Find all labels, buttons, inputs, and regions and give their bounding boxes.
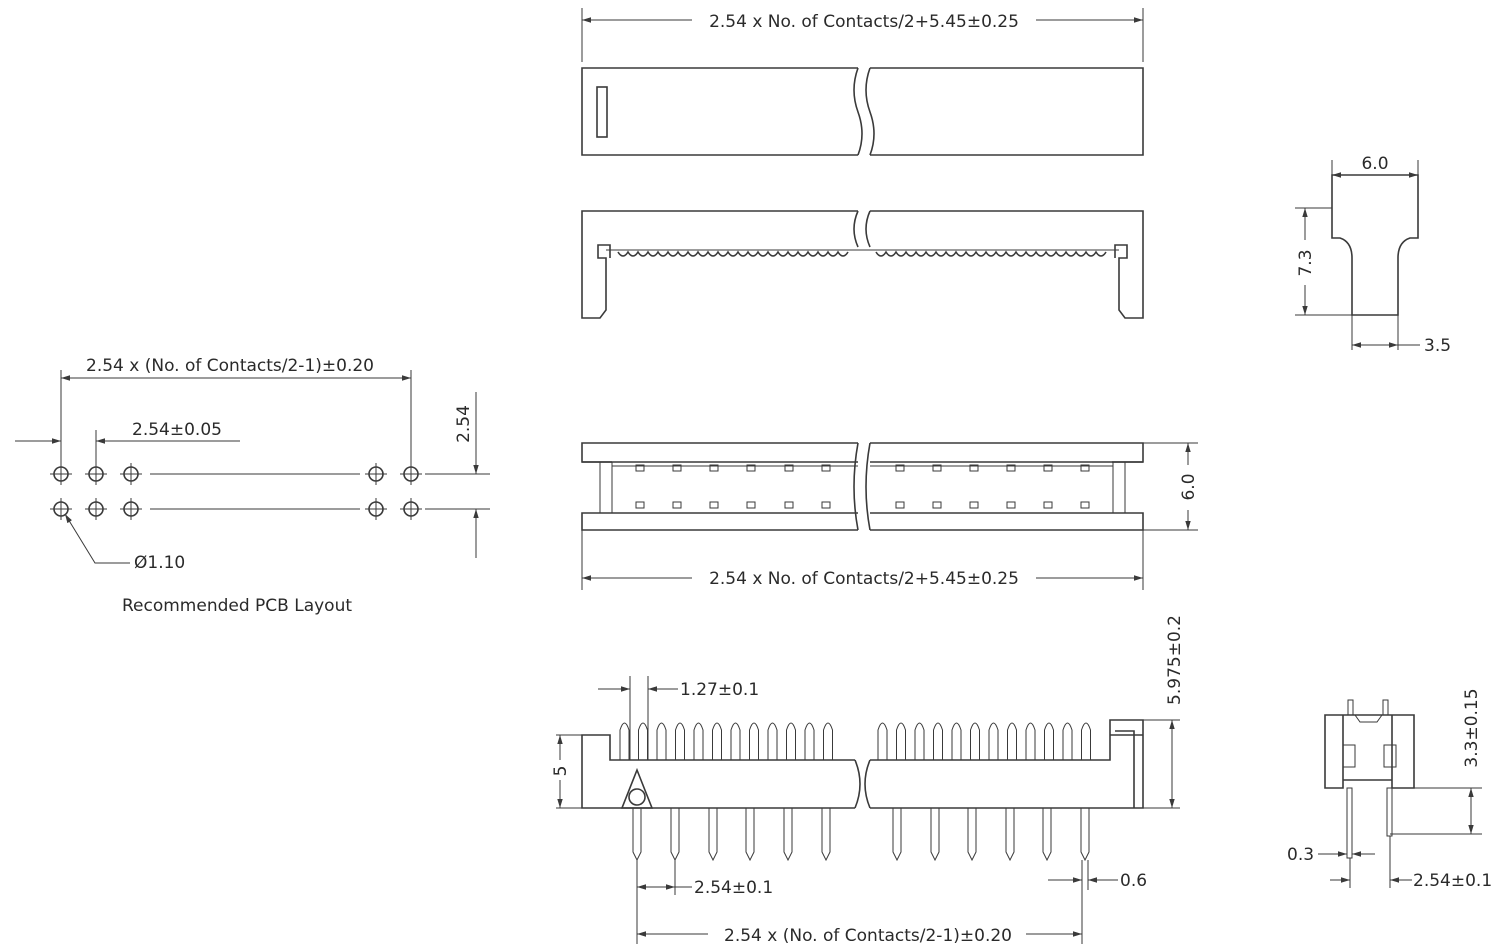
contact-tooth bbox=[1025, 722, 1036, 760]
pcb-pitch-dim: 2.54±0.05 bbox=[132, 420, 222, 440]
contact-tooth bbox=[786, 722, 796, 760]
front-pin-pitch-dim: 2.54±0.1 bbox=[694, 878, 773, 898]
contact-window bbox=[1006, 501, 1016, 509]
pcb-row-dim: 2.54 bbox=[454, 405, 474, 443]
contact-tooth bbox=[1062, 722, 1073, 760]
pin bbox=[632, 808, 642, 862]
contact-tooth bbox=[970, 722, 980, 760]
pcb-hole-crosshair bbox=[365, 463, 387, 485]
pin bbox=[930, 808, 940, 862]
bottom-height-dim: 6.0 bbox=[1179, 473, 1199, 500]
contact-window bbox=[895, 464, 905, 472]
contact-window bbox=[969, 464, 979, 472]
contact-tooth bbox=[804, 722, 815, 760]
contact-window bbox=[1080, 464, 1090, 472]
contact-tooth bbox=[1007, 722, 1017, 760]
pcb-hole-crosshair bbox=[85, 463, 107, 485]
pcb-hole-crosshair bbox=[120, 463, 142, 485]
contact-tooth bbox=[823, 722, 833, 760]
contact-window bbox=[709, 464, 719, 472]
pcb-layout: 2.54 x (No. of Contacts/2-1)±0.20 2.54±0… bbox=[15, 356, 490, 616]
pcb-hole-crosshair bbox=[85, 498, 107, 520]
pcb-hole-crosshair bbox=[50, 498, 72, 520]
front-total-height-dim: 5.975±0.2 bbox=[1165, 615, 1185, 705]
top-view: 2.54 x No. of Contacts/2+5.45±0.25 bbox=[581, 8, 1144, 156]
end-width-dim: 6.0 bbox=[1361, 154, 1388, 174]
end-pin-length-dim: 3.3±0.15 bbox=[1462, 688, 1482, 767]
pin bbox=[745, 808, 755, 862]
contact-tooth bbox=[749, 722, 759, 760]
end-pin-thickness-dim: 0.3 bbox=[1287, 845, 1314, 865]
contact-window bbox=[895, 501, 905, 509]
front-view: 5 5.975±0.2 1.27±0.1 2.54±0.1 0.6 2.54 x… bbox=[551, 615, 1185, 946]
contact-window bbox=[821, 464, 831, 472]
contact-tooth bbox=[896, 722, 906, 760]
pcb-hole-crosshair bbox=[400, 463, 422, 485]
contact-tooth bbox=[1044, 722, 1054, 760]
end-row-pitch-dim: 2.54±0.1 bbox=[1413, 871, 1492, 891]
pcb-hole-crosshair bbox=[120, 498, 142, 520]
contact-tooth bbox=[877, 722, 888, 760]
contact-window bbox=[969, 501, 979, 509]
top-width-dim: 2.54 x No. of Contacts/2+5.45±0.25 bbox=[709, 12, 1019, 32]
pcb-hole-dim: Ø1.10 bbox=[134, 553, 185, 573]
pcb-hole-crosshair bbox=[365, 498, 387, 520]
bottom-view: 6.0 2.54 x No. of Contacts/2+5.45±0.25 bbox=[581, 442, 1199, 590]
pin bbox=[892, 808, 902, 862]
contact-window bbox=[672, 464, 682, 472]
pcb-span-dim: 2.54 x (No. of Contacts/2-1)±0.20 bbox=[86, 356, 374, 376]
contact-tooth bbox=[656, 722, 667, 760]
contact-window bbox=[1043, 464, 1053, 472]
pin bbox=[1005, 808, 1015, 862]
contact-window bbox=[1080, 501, 1090, 509]
end-neck-dim: 3.5 bbox=[1424, 336, 1451, 356]
contact-window bbox=[635, 464, 645, 472]
pin bbox=[783, 808, 793, 862]
contact-tooth bbox=[933, 722, 943, 760]
contact-tooth bbox=[619, 722, 630, 760]
front-pin-width-dim: 0.6 bbox=[1120, 871, 1147, 891]
pin bbox=[708, 808, 718, 862]
contact-window bbox=[672, 501, 682, 509]
contact-tooth bbox=[951, 722, 962, 760]
front-span-dim: 2.54 x (No. of Contacts/2-1)±0.20 bbox=[724, 926, 1012, 946]
latch-slot bbox=[596, 86, 608, 138]
contact-tooth bbox=[767, 722, 778, 760]
end-view-bottom: 3.3±0.15 0.3 2.54±0.1 bbox=[1287, 688, 1492, 891]
contact-window bbox=[932, 464, 942, 472]
pin bbox=[1042, 808, 1052, 862]
contact-tooth bbox=[675, 722, 685, 760]
end-view-top: 6.0 7.3 3.5 bbox=[1295, 154, 1451, 356]
pin bbox=[967, 808, 977, 862]
end-height-dim: 7.3 bbox=[1296, 249, 1316, 276]
pcb-caption: Recommended PCB Layout bbox=[122, 596, 352, 616]
front-slot-dim: 1.27±0.1 bbox=[680, 680, 759, 700]
pin bbox=[1080, 808, 1090, 862]
pcb-hole-crosshair bbox=[50, 463, 72, 485]
front-body-height-dim: 5 bbox=[551, 766, 571, 777]
pin bbox=[821, 808, 831, 862]
bottom-width-dim: 2.54 x No. of Contacts/2+5.45±0.25 bbox=[709, 569, 1019, 589]
contact-tooth bbox=[988, 722, 999, 760]
contact-tooth bbox=[730, 722, 741, 760]
contact-tooth bbox=[638, 722, 648, 760]
contact-window bbox=[1006, 464, 1016, 472]
contact-window bbox=[932, 501, 942, 509]
contact-window bbox=[709, 501, 719, 509]
contact-window bbox=[821, 501, 831, 509]
contact-window bbox=[784, 464, 794, 472]
contact-tooth bbox=[914, 722, 925, 760]
side-view bbox=[581, 210, 1144, 319]
contact-window bbox=[1043, 501, 1053, 509]
contact-window bbox=[746, 501, 756, 509]
contact-window bbox=[635, 501, 645, 509]
pin bbox=[670, 808, 680, 862]
contact-tooth bbox=[693, 722, 704, 760]
contact-tooth bbox=[712, 722, 722, 760]
contact-tooth bbox=[1081, 722, 1091, 760]
contact-window bbox=[784, 501, 794, 509]
contact-window bbox=[746, 464, 756, 472]
pcb-hole-crosshair bbox=[400, 498, 422, 520]
